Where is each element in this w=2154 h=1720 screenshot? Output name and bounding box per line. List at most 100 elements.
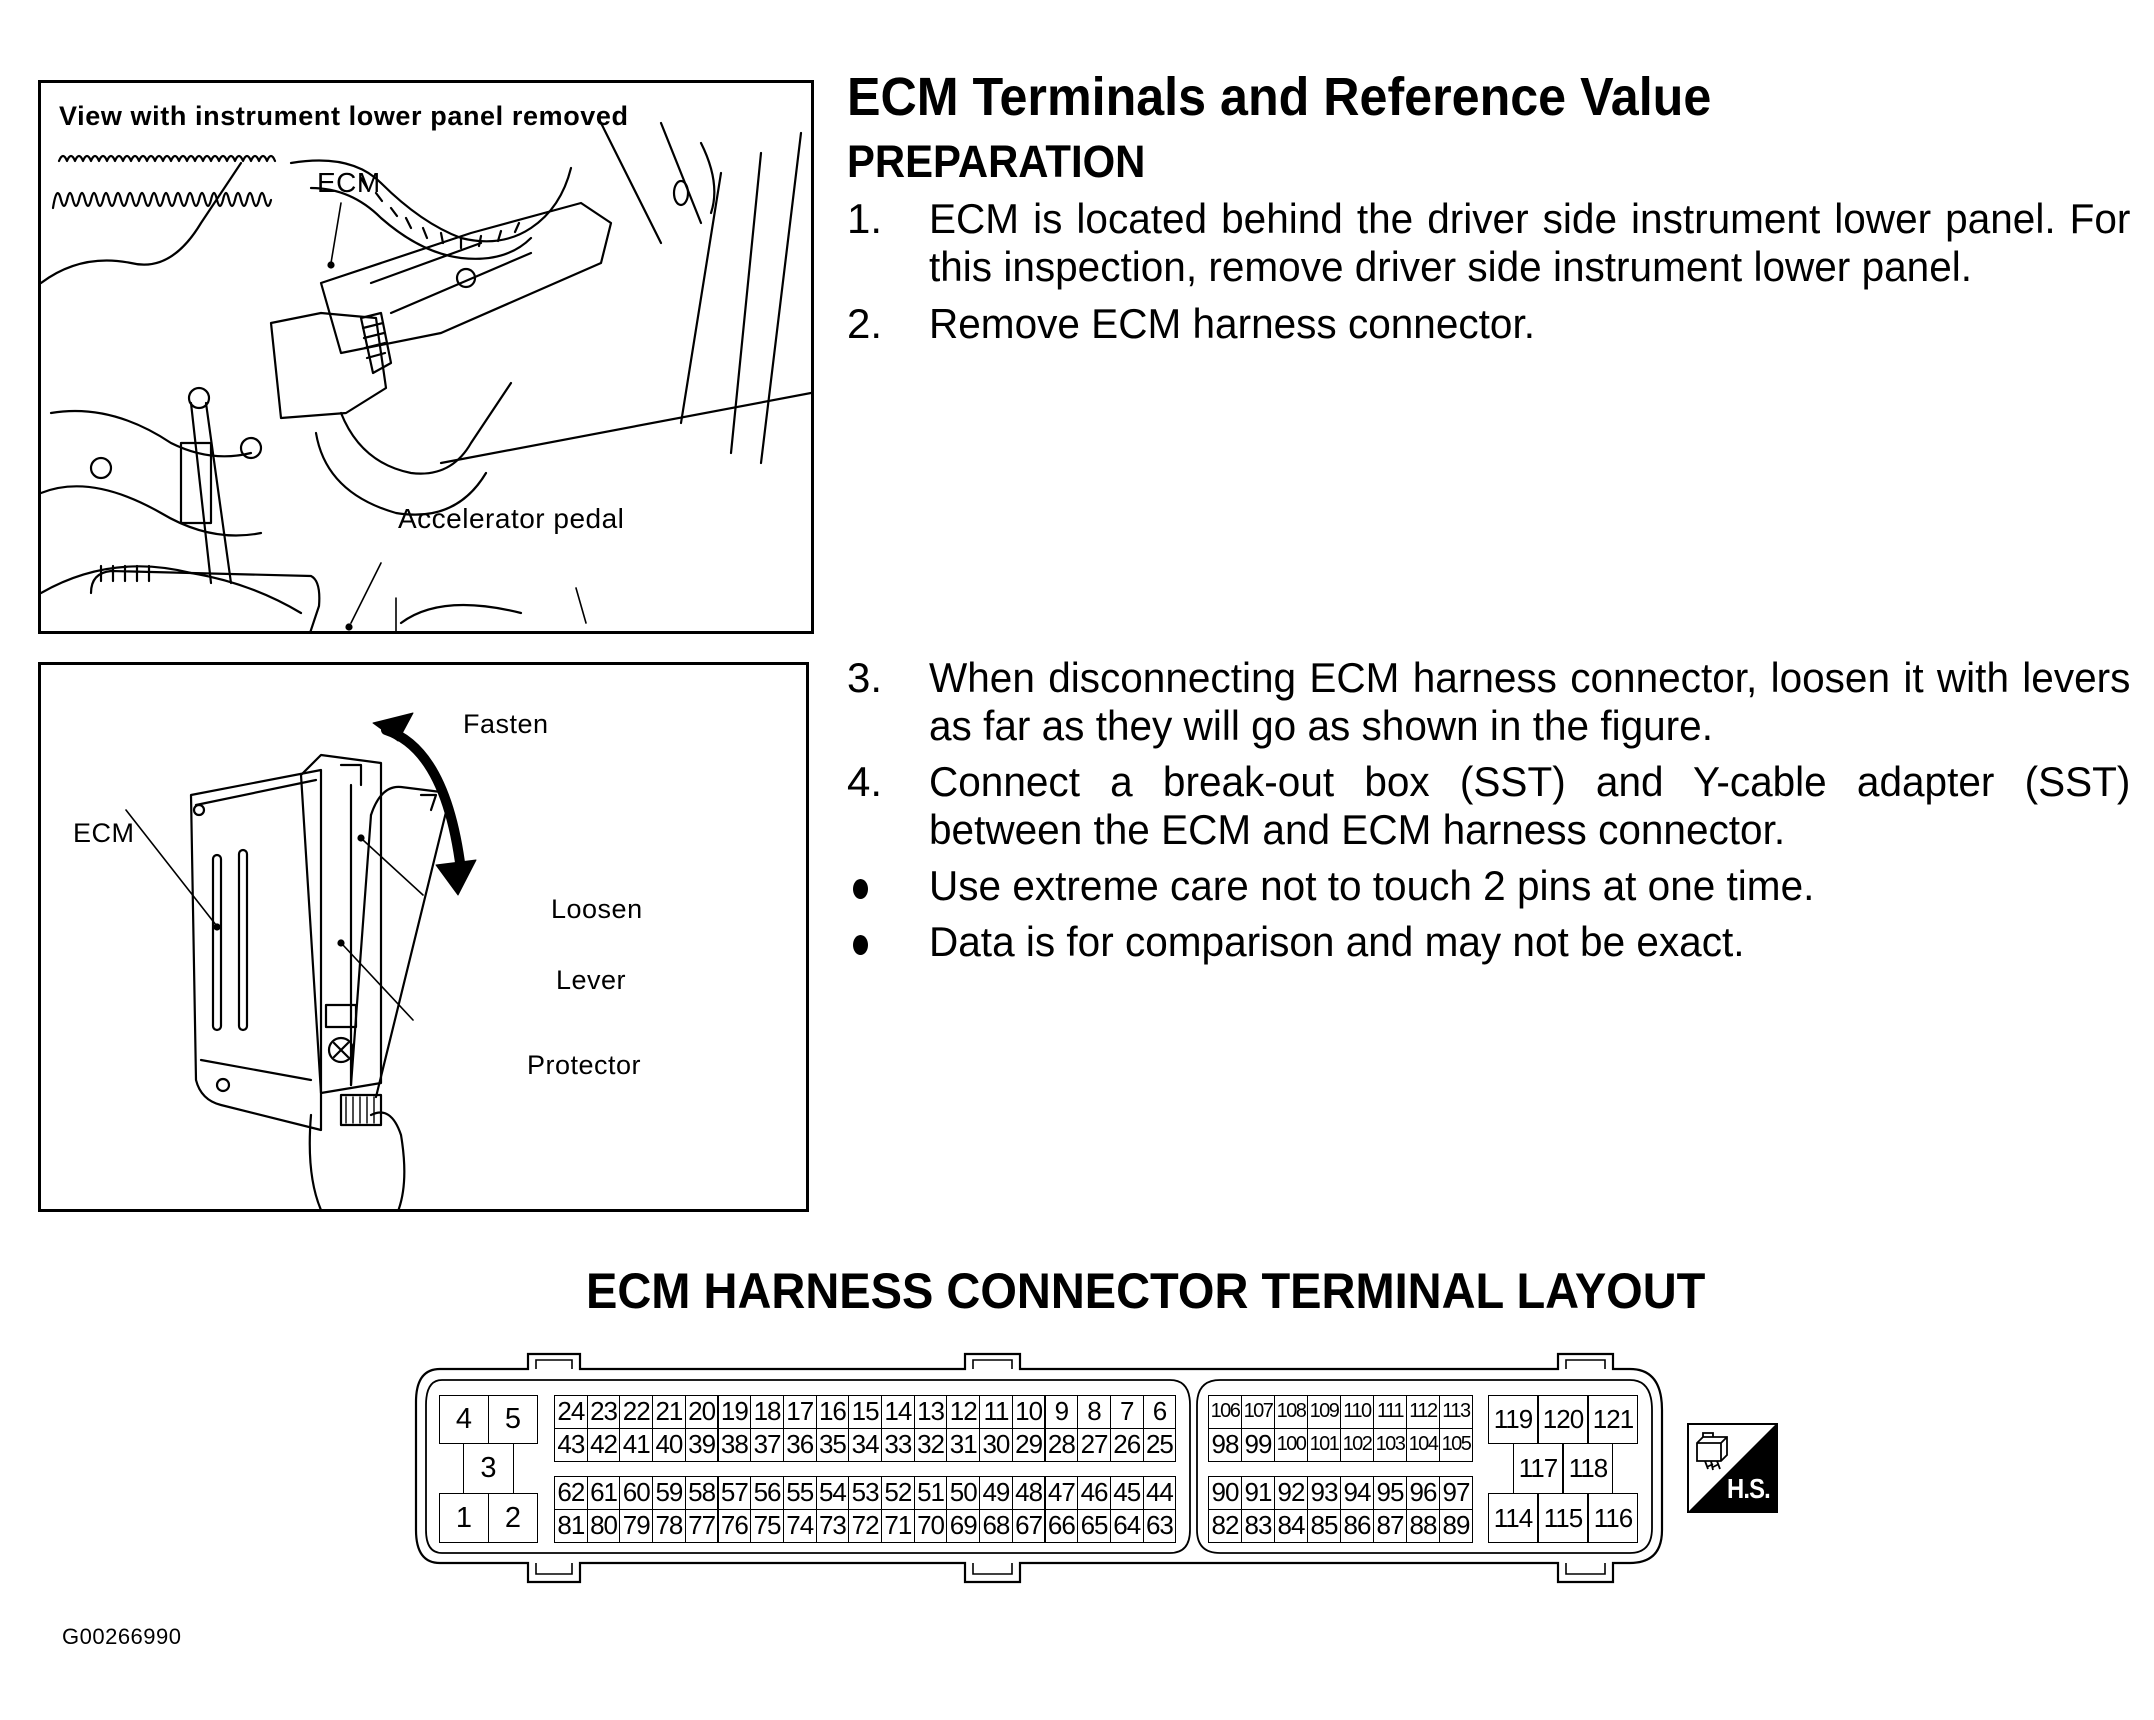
terminal-pin-65: 65 (1077, 1509, 1111, 1543)
terminal-pin-103: 103 (1373, 1428, 1407, 1462)
terminal-pin-46: 46 (1077, 1476, 1111, 1510)
terminal-pin-109: 109 (1307, 1395, 1341, 1429)
step-number: 2. (847, 300, 883, 347)
ecm-label: ECM (73, 818, 135, 848)
terminal-pin-40: 40 (652, 1428, 686, 1462)
terminal-pin-62: 62 (554, 1476, 588, 1510)
terminal-pin-57: 57 (717, 1476, 752, 1510)
terminal-pin-97: 97 (1439, 1476, 1473, 1510)
terminal-pin-58: 58 (684, 1476, 719, 1510)
terminal-pin-9: 9 (1044, 1395, 1079, 1429)
step-number: 1. (847, 195, 883, 242)
terminal-pin-34: 34 (848, 1428, 882, 1462)
terminal-pin-50: 50 (946, 1476, 981, 1510)
loosen-label: Loosen (551, 894, 643, 924)
terminal-pin-61: 61 (586, 1476, 621, 1510)
protector-leader (342, 944, 414, 1021)
terminal-pin-47: 47 (1044, 1476, 1079, 1510)
terminal-pin-45: 45 (1109, 1476, 1144, 1510)
terminal-pin-19: 19 (717, 1395, 752, 1429)
terminal-pin-38: 38 (717, 1428, 752, 1462)
terminal-pin-23: 23 (586, 1395, 621, 1429)
terminal-pin-43: 43 (554, 1428, 588, 1462)
terminal-pin-89: 89 (1439, 1509, 1473, 1543)
terminal-pin-88: 88 (1406, 1509, 1440, 1543)
figure-code: G00266990 (62, 1624, 182, 1649)
terminal-pin-63: 63 (1142, 1509, 1177, 1543)
terminal-pin-83: 83 (1241, 1509, 1275, 1543)
figure-caption: View with instrument lower panel removed (59, 101, 629, 131)
terminal-pin-60: 60 (619, 1476, 654, 1510)
terminal-pin-87: 87 (1373, 1509, 1407, 1543)
terminal-pin-3: 3 (463, 1443, 514, 1494)
terminal-pin-100: 100 (1274, 1428, 1308, 1462)
terminal-pin-39: 39 (684, 1428, 719, 1462)
terminal-pin-69: 69 (946, 1509, 981, 1543)
terminal-pin-35: 35 (815, 1428, 850, 1462)
terminal-pin-77: 77 (684, 1509, 719, 1543)
terminal-pin-41: 41 (619, 1428, 654, 1462)
terminal-pin-96: 96 (1406, 1476, 1440, 1510)
ecm-location-illustration (41, 121, 811, 631)
terminal-pin-76: 76 (717, 1509, 752, 1543)
ecm-leader (330, 202, 342, 264)
lever-leader (362, 839, 424, 896)
harness-connector-icon (1687, 1423, 1778, 1513)
terminal-pin-12: 12 (946, 1395, 981, 1429)
terminal-pin-67: 67 (1011, 1509, 1046, 1543)
terminal-pin-108: 108 (1274, 1395, 1308, 1429)
note-text: Use extreme care not to touch 2 pins at … (929, 862, 1815, 909)
ecm-unit (319, 201, 613, 355)
terminal-pin-107: 107 (1241, 1395, 1275, 1429)
terminal-pin-25: 25 (1142, 1428, 1177, 1462)
terminal-pin-15: 15 (848, 1395, 882, 1429)
terminal-pin-93: 93 (1307, 1476, 1341, 1510)
terminal-pin-101: 101 (1307, 1428, 1341, 1462)
terminal-pin-49: 49 (979, 1476, 1013, 1510)
step-text: Remove ECM harness connector. (929, 300, 1535, 347)
terminal-pin-68: 68 (979, 1509, 1013, 1543)
terminal-pin-17: 17 (782, 1395, 817, 1429)
lever (369, 785, 449, 1099)
terminal-pin-73: 73 (815, 1509, 850, 1543)
ecm-body (189, 768, 323, 1132)
terminal-pin-79: 79 (619, 1509, 654, 1543)
terminal-pin-36: 36 (782, 1428, 817, 1462)
terminal-pin-82: 82 (1208, 1509, 1242, 1543)
step-text: When disconnecting ECM harness connector… (929, 654, 2131, 749)
bullet-icon (853, 935, 868, 955)
terminal-pin-66: 66 (1044, 1509, 1079, 1543)
harness-side-badge: H.S. (1687, 1423, 1778, 1513)
connector-layout-title: ECM HARNESS CONNECTOR TERMINAL LAYOUT (586, 1263, 1706, 1319)
terminal-pin-90: 90 (1208, 1476, 1242, 1510)
terminal-pin-112: 112 (1406, 1395, 1440, 1429)
terminal-pin-75: 75 (750, 1509, 784, 1543)
terminal-pin-26: 26 (1109, 1428, 1144, 1462)
terminal-pin-54: 54 (815, 1476, 850, 1510)
terminal-pin-32: 32 (913, 1428, 948, 1462)
accelerator-pedal-pad (89, 569, 321, 631)
terminal-pin-95: 95 (1373, 1476, 1407, 1510)
protector (308, 1111, 406, 1209)
terminal-pin-114: 114 (1488, 1493, 1538, 1543)
terminal-pin-110: 110 (1340, 1395, 1374, 1429)
ecm-lever-illustration (125, 712, 477, 1209)
terminal-pin-102: 102 (1340, 1428, 1374, 1462)
terminal-pin-22: 22 (619, 1395, 654, 1429)
terminal-pin-16: 16 (815, 1395, 850, 1429)
housing-inner-left (425, 1379, 1191, 1554)
terminal-pin-56: 56 (750, 1476, 784, 1510)
terminal-pin-42: 42 (586, 1428, 621, 1462)
terminal-pin-6: 6 (1142, 1395, 1177, 1429)
ecm-leader (125, 809, 217, 926)
harness-coil (57, 154, 277, 163)
terminal-pin-30: 30 (979, 1428, 1013, 1462)
terminal-pin-74: 74 (782, 1509, 817, 1543)
terminal-pin-115: 115 (1538, 1493, 1588, 1543)
ecm-lever-figure: Fasten Loosen ECM Lever Protector (38, 662, 809, 1212)
terminal-pin-5: 5 (488, 1395, 538, 1444)
terminal-pin-11: 11 (979, 1395, 1013, 1429)
terminal-pin-13: 13 (913, 1395, 948, 1429)
terminal-pin-84: 84 (1274, 1509, 1308, 1543)
accelerator-pedal-label: Accelerator pedal (398, 503, 625, 534)
